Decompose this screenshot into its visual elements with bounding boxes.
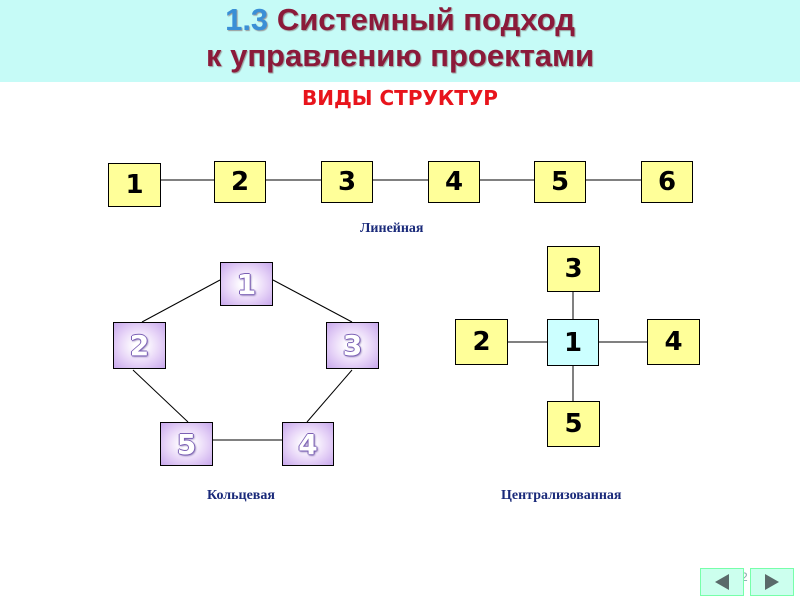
title-number: 1.3 <box>225 2 269 37</box>
linear-node-1: 1 <box>108 163 161 207</box>
title-line-1: Системный подход <box>276 2 575 37</box>
ring-edge <box>141 279 221 323</box>
linear-node-2: 2 <box>214 161 266 203</box>
central-node-5: 5 <box>547 401 600 447</box>
subtitle: ВИДЫ СТРУКТУР <box>302 86 498 110</box>
title-band <box>0 0 800 82</box>
prev-slide-button[interactable] <box>700 568 744 596</box>
ring-edge <box>306 369 353 423</box>
linear-caption: Линейная <box>360 221 424 236</box>
page-number: 2 <box>741 570 748 584</box>
linear-node-5: 5 <box>534 161 586 203</box>
ring-edge <box>272 279 353 323</box>
title-line-2: к управлению проектами <box>205 38 595 73</box>
central-node-1: 1 <box>547 319 599 366</box>
triangle-left-icon <box>715 574 729 590</box>
central-node-3: 3 <box>547 246 600 292</box>
central-node-4: 4 <box>647 319 700 365</box>
page-title: 1.3 Системный подход к управлению проект… <box>0 2 800 74</box>
linear-node-4: 4 <box>428 161 480 203</box>
linear-node-3: 3 <box>321 161 373 203</box>
ring-caption: Кольцевая <box>207 488 275 503</box>
ring-edge <box>132 369 189 423</box>
ring-node-2: 2 <box>113 322 166 369</box>
ring-node-1: 1 <box>220 262 273 306</box>
ring-node-4: 4 <box>282 422 334 466</box>
ring-node-5: 5 <box>160 422 213 466</box>
next-slide-button[interactable] <box>750 568 794 596</box>
central-caption: Централизованная <box>501 488 622 503</box>
triangle-right-icon <box>765 574 779 590</box>
ring-node-3: 3 <box>326 322 379 369</box>
linear-node-6: 6 <box>641 161 693 203</box>
central-node-2: 2 <box>455 319 508 365</box>
